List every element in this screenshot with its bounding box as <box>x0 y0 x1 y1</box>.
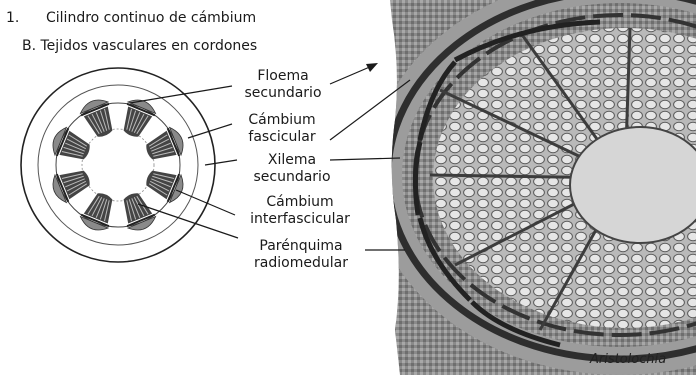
label-parenquima-line1: Parénquima <box>238 238 364 255</box>
label-cambium-f-line2: fascicular <box>232 129 332 146</box>
label-cambium-i-line1: Cámbium <box>234 194 366 211</box>
label-cambium-i-line2: interfascicular <box>234 211 366 228</box>
stem-cross-section <box>21 68 215 262</box>
arrow-head <box>366 63 378 72</box>
label-floema-line2: secundario <box>228 85 338 102</box>
label-parenquima-line2: radiomedular <box>238 255 364 272</box>
label-floema-line1: Floema <box>228 68 338 85</box>
label-xilema-secundario: Xilema secundario <box>236 152 348 186</box>
label-cambium-f-line1: Cámbium <box>232 112 332 129</box>
label-xilema-line2: secundario <box>236 169 348 186</box>
label-floema-secundario: Floema secundario <box>228 68 338 102</box>
label-xilema-line1: Xilema <box>236 152 348 169</box>
aristolochia-micrograph <box>370 0 696 375</box>
photo-caption: Aristolochia <box>590 352 666 367</box>
label-cambium-interfascicular: Cámbium interfascicular <box>234 194 366 228</box>
label-cambium-fascicular: Cámbium fascicular <box>232 112 332 146</box>
label-parenquima-radiomedular: Parénquima radiomedular <box>238 238 364 272</box>
